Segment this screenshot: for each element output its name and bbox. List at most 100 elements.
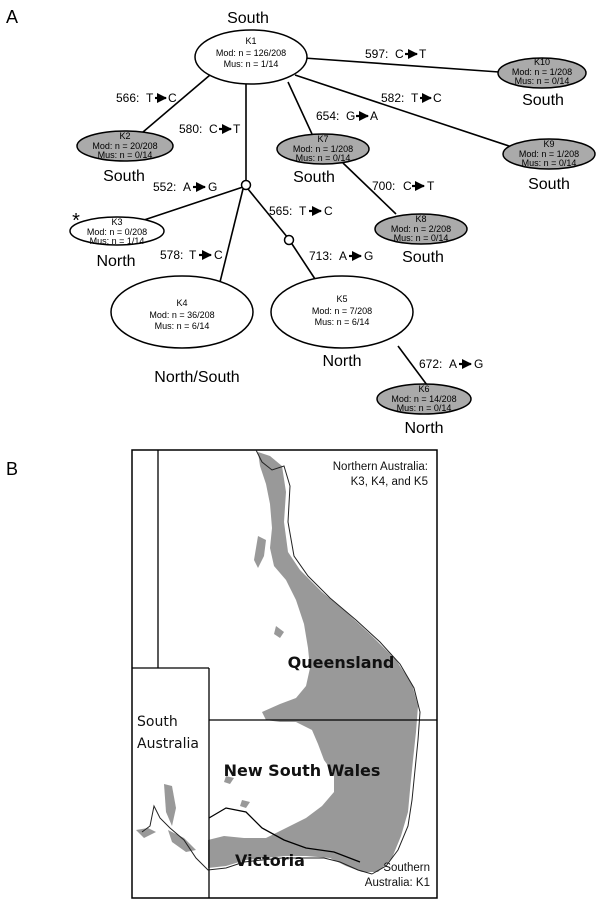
haplotype-node-k3: K3 Mod: n = 0/208 Mus: n = 1/14 North *	[69, 210, 165, 270]
node-mod-count: Mod: n = 36/208	[149, 310, 214, 320]
svg-text:C: C	[209, 122, 218, 136]
node-mus-count: Mus: n = 6/14	[155, 321, 210, 331]
mutation-labels: 566: T C 580: C T 597: C T 582: T C 654:…	[116, 47, 483, 371]
svg-text:566:: 566:	[116, 91, 139, 105]
node-mus-count: Mus: n = 0/14	[522, 158, 577, 168]
svg-text:672:: 672:	[419, 357, 442, 371]
distribution-fragment	[274, 626, 284, 638]
svg-text:C: C	[403, 179, 412, 193]
map-panel: Northern Australia: K3, K4, and K5 Queen…	[131, 449, 438, 899]
state-label-nsw: New South Wales	[224, 761, 381, 780]
node-mus-count: Mus: n = 0/14	[296, 153, 351, 163]
mutation-label: 578: T C	[160, 248, 223, 262]
distribution-fragment	[164, 784, 176, 826]
northern-australia-note-line2: K3, K4, and K5	[351, 476, 428, 488]
svg-text:A: A	[370, 109, 378, 123]
southern-australia-note-line2: Australia: K1	[365, 877, 430, 889]
edge-k1-k7	[287, 81, 313, 135]
node-marker-asterisk: *	[72, 210, 80, 232]
svg-text:578:: 578:	[160, 248, 183, 262]
edge-junction-k3	[134, 186, 244, 224]
svg-text:582:: 582:	[381, 91, 404, 105]
svg-text:C: C	[168, 91, 177, 105]
haplotype-node-k5: K5 Mod: n = 7/208 Mus: n = 6/14 North	[270, 275, 414, 370]
node-region: South	[227, 10, 269, 27]
coastline	[141, 804, 373, 875]
svg-text:C: C	[214, 248, 223, 262]
node-id: K3	[111, 217, 122, 227]
node-mod-count: Mod: n = 0/208	[87, 227, 147, 237]
distribution-area	[208, 452, 418, 872]
node-mod-count: Mod: n = 1/208	[519, 149, 579, 159]
node-id: K2	[119, 131, 130, 141]
node-id: K4	[176, 298, 187, 308]
distribution-fragment	[224, 776, 234, 784]
node-region: South	[522, 92, 564, 109]
mutation-label: 597: C T	[365, 47, 427, 61]
mutation-label: 713: A G	[309, 249, 373, 263]
haplotype-node-k9: K9 Mod: n = 1/208 Mus: n = 0/14 South	[502, 138, 596, 193]
mutation-label: 552: A G	[153, 180, 217, 194]
node-id: K1	[245, 36, 256, 46]
state-label-victoria: Victoria	[235, 851, 305, 870]
svg-text:C: C	[324, 204, 333, 218]
mutation-label: 700: C T	[372, 179, 435, 193]
svg-text:700:: 700:	[372, 179, 395, 193]
svg-text:T: T	[419, 47, 427, 61]
svg-text:G: G	[364, 249, 373, 263]
svg-text:T: T	[189, 248, 197, 262]
svg-text:C: C	[395, 47, 404, 61]
junction-node-1	[240, 179, 252, 191]
node-mus-count: Mus: n = 6/14	[315, 317, 370, 327]
svg-text:552:: 552:	[153, 180, 176, 194]
svg-text:A: A	[449, 357, 457, 371]
svg-text:A: A	[339, 249, 347, 263]
edge-junction-j2	[247, 188, 289, 239]
svg-text:G: G	[208, 180, 217, 194]
edge-k1-k2	[142, 74, 211, 133]
svg-text:G: G	[346, 109, 355, 123]
node-id: K7	[317, 134, 328, 144]
state-label-south-australia-line1: South	[137, 714, 178, 730]
node-region: South	[528, 176, 570, 193]
svg-text:565:: 565:	[269, 204, 292, 218]
node-mod-count: Mod: n = 14/208	[391, 394, 456, 404]
mutation-label: 565: T C	[269, 204, 333, 218]
haplotype-node-k1: K1 Mod: n = 126/208 Mus: n = 1/14 South	[194, 10, 308, 85]
northern-australia-note-line1: Northern Australia:	[333, 461, 428, 473]
state-label-queensland: Queensland	[288, 653, 395, 672]
haplotype-node-k7: K7 Mod: n = 1/208 Mus: n = 0/14 South	[276, 133, 370, 186]
southern-australia-note-line1: Southern	[383, 862, 430, 874]
node-region: South	[402, 249, 444, 266]
state-label-south-australia-line2: Australia	[137, 736, 199, 752]
distribution-fragment	[136, 828, 156, 838]
svg-text:T: T	[299, 204, 307, 218]
mutation-label: 672: A G	[419, 357, 483, 371]
svg-text:713:: 713:	[309, 249, 332, 263]
svg-text:T: T	[427, 179, 435, 193]
edge-junction-k4	[219, 188, 244, 283]
state-borders	[132, 450, 437, 898]
node-id: K9	[543, 139, 554, 149]
haplotype-node-k10: K10 Mod: n = 1/208 Mus: n = 0/14 South	[497, 57, 587, 109]
svg-text:580:: 580:	[179, 122, 202, 136]
haplotype-node-k6: K6 Mod: n = 14/208 Mus: n = 0/14 North	[376, 383, 472, 437]
svg-text:T: T	[146, 91, 154, 105]
node-mod-count: Mod: n = 126/208	[216, 48, 286, 58]
mutation-label: 566: T C	[116, 91, 177, 105]
network-edges	[134, 57, 513, 386]
node-mus-count: Mus: n = 0/14	[397, 403, 452, 413]
svg-text:654:: 654:	[316, 109, 339, 123]
border-nsw-vic	[208, 807, 361, 863]
edge-k1-k10	[303, 57, 500, 73]
node-mus-count: Mus: n = 0/14	[98, 150, 153, 160]
svg-text:597:: 597:	[365, 47, 388, 61]
mutation-label: 580: C T	[179, 122, 241, 136]
node-mod-count: Mod: n = 1/208	[293, 144, 353, 154]
edge-k1-k9	[294, 74, 513, 148]
node-mus-count: Mus: n = 0/14	[394, 233, 449, 243]
panel-b-label: B	[6, 459, 18, 479]
node-mod-count: Mod: n = 2/208	[391, 224, 451, 234]
node-region: North	[96, 253, 135, 270]
svg-text:A: A	[183, 180, 191, 194]
